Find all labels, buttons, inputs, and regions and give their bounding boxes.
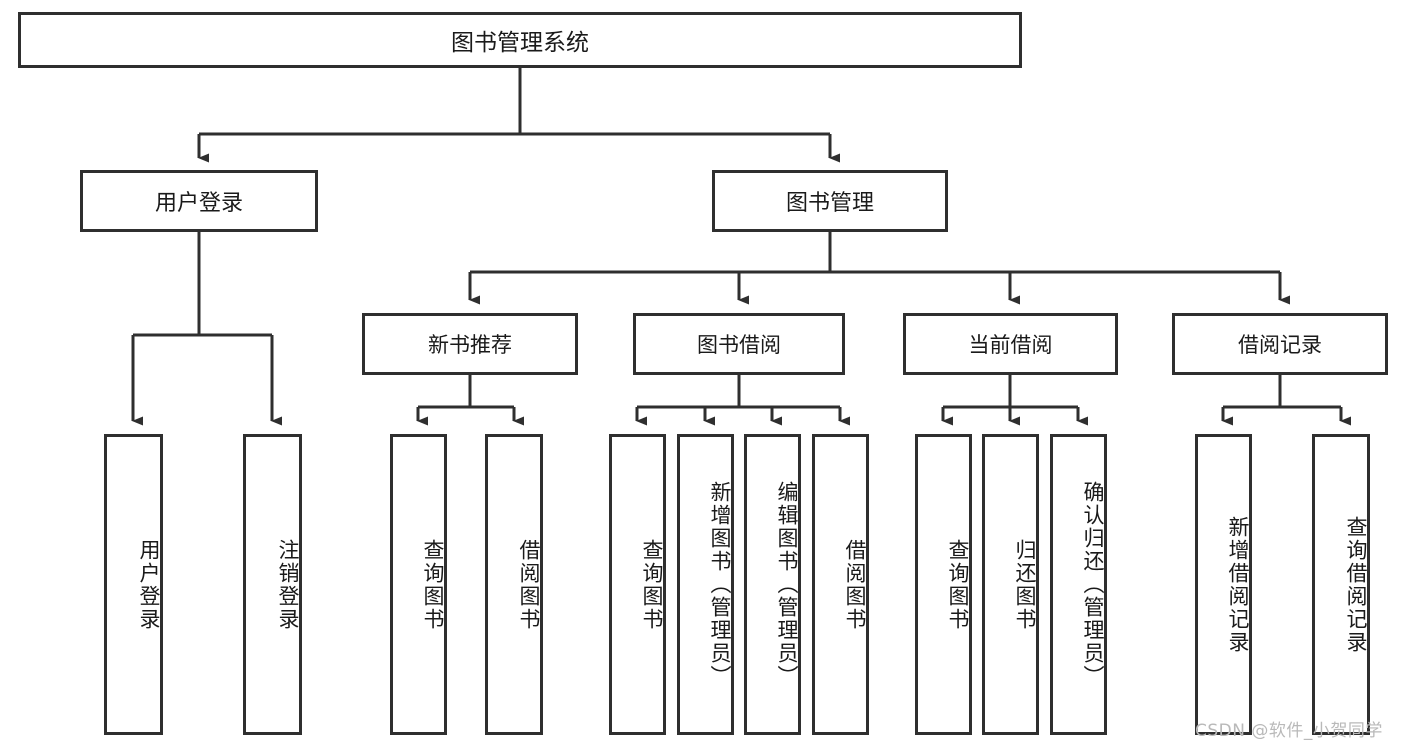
node-borrow-record[interactable]: 借阅记录 [1172, 313, 1388, 375]
node-book-borrow[interactable]: 图书借阅 [633, 313, 845, 375]
leaf-borrow-book-1[interactable]: 借阅图书 [485, 434, 543, 735]
leaf-query-record[interactable]: 查询借阅记录 [1312, 434, 1370, 735]
leaf-edit-book[interactable]: 编辑图书（管理员） [744, 434, 801, 735]
leaf-user-login[interactable]: 用户登录 [104, 434, 163, 735]
leaf-add-record[interactable]: 新增借阅记录 [1195, 434, 1252, 735]
leaf-borrow-book-2[interactable]: 借阅图书 [812, 434, 869, 735]
csdn-watermark: CSDN @软件_小贺同学 [1195, 721, 1383, 741]
leaf-confirm-return[interactable]: 确认归还（管理员） [1050, 434, 1107, 735]
node-root[interactable]: 图书管理系统 [18, 12, 1022, 68]
leaf-return-book[interactable]: 归还图书 [982, 434, 1039, 735]
leaf-query-book-3[interactable]: 查询图书 [915, 434, 972, 735]
leaf-query-book-1[interactable]: 查询图书 [390, 434, 447, 735]
node-book-manage[interactable]: 图书管理 [712, 170, 948, 232]
leaf-add-book[interactable]: 新增图书（管理员） [677, 434, 734, 735]
leaf-logout[interactable]: 注销登录 [243, 434, 302, 735]
node-user-login[interactable]: 用户登录 [80, 170, 318, 232]
leaf-query-book-2[interactable]: 查询图书 [609, 434, 666, 735]
node-current-borrow[interactable]: 当前借阅 [903, 313, 1118, 375]
node-new-book-recommend[interactable]: 新书推荐 [362, 313, 578, 375]
